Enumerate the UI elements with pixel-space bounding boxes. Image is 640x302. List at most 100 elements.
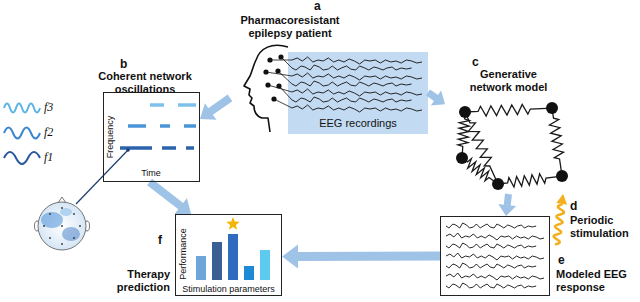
scalp-electrode xyxy=(73,237,75,239)
eeg-trace xyxy=(292,105,422,112)
network-node xyxy=(492,178,504,190)
eeg-trace xyxy=(292,97,412,102)
bar xyxy=(212,242,222,280)
leader-dot xyxy=(126,148,130,152)
oscillation-panel: bCoherent network oscillationsFrequencyT… xyxy=(90,58,200,182)
activity-blob xyxy=(62,227,80,241)
sine-wave xyxy=(4,128,40,139)
sine-wave xyxy=(4,152,40,164)
stimulation-arrow xyxy=(554,194,568,244)
bar xyxy=(260,250,270,280)
scalp-electrode xyxy=(61,243,63,245)
panel-letter: a xyxy=(314,0,321,13)
network-springs xyxy=(457,103,567,189)
performance-bars xyxy=(196,234,270,280)
scalp-electrode xyxy=(49,237,51,239)
panel-letter: c xyxy=(472,56,479,69)
eeg-trace xyxy=(446,273,544,280)
best-star xyxy=(226,217,239,230)
oscillation-bars xyxy=(120,105,196,148)
electrode-wires xyxy=(266,57,292,108)
eeg-trace xyxy=(446,233,544,240)
flow-arrow xyxy=(498,194,516,216)
axis-label: Performance xyxy=(177,228,190,280)
bar xyxy=(228,234,238,280)
panel-letter: f xyxy=(158,234,162,247)
network-node xyxy=(556,170,568,182)
panel-title: Generative network model xyxy=(461,68,556,94)
wavy-line xyxy=(554,205,564,245)
scalp-map xyxy=(35,197,90,250)
oscillation-bar xyxy=(150,103,164,107)
eeg-trace xyxy=(446,253,544,260)
electrode xyxy=(278,54,283,59)
electrode-wire xyxy=(270,60,292,61)
axis-label: Frequency xyxy=(104,116,117,159)
eeg-trace xyxy=(446,243,536,248)
arrow-head xyxy=(556,194,567,205)
frame-box xyxy=(175,214,282,296)
sine-wave xyxy=(4,104,40,113)
panel-title: Therapy prediction xyxy=(88,268,170,294)
eeg-trace xyxy=(292,81,412,86)
scalp-circle xyxy=(38,202,86,250)
axis-label: Time xyxy=(141,167,161,180)
panel-title: Pharmacoresistant epilepsy patient xyxy=(230,14,350,40)
panel-letter: d xyxy=(570,200,577,213)
electrode xyxy=(263,69,268,74)
panel-letter: e xyxy=(558,254,565,267)
oscillation-bar xyxy=(186,146,194,150)
scalp-electrode xyxy=(43,225,45,227)
activity-blob xyxy=(60,208,72,216)
spring xyxy=(460,110,502,186)
scalp-electrode xyxy=(61,207,63,209)
activity-blob xyxy=(41,212,63,228)
bar xyxy=(196,256,206,280)
patient-panel: aPharmacoresistant epilepsy patientEEG r… xyxy=(230,0,428,136)
network-node xyxy=(456,152,468,164)
leader-line xyxy=(76,150,128,204)
electrodes xyxy=(263,54,283,101)
electrode xyxy=(265,82,270,87)
electrode-wire xyxy=(279,86,292,100)
panel-title: Modeled EEG response xyxy=(556,268,632,294)
scalp-electrodes xyxy=(43,207,81,245)
frequency-label: f2 xyxy=(44,125,53,139)
eeg-box-fill xyxy=(288,52,428,134)
eeg-trace xyxy=(446,223,536,228)
network-nodes xyxy=(456,102,568,190)
oscillation-bar xyxy=(128,124,146,128)
therapy-panel: fTherapy prediction PerformanceStimulatio… xyxy=(88,214,282,298)
oscillation-bar xyxy=(184,124,196,128)
eeg-recordings-box: EEG recordings xyxy=(288,52,428,134)
network-node xyxy=(546,102,558,114)
eeg-trace xyxy=(292,73,422,80)
scalp-electrode xyxy=(79,225,81,227)
spring xyxy=(465,103,552,117)
eeg-trace xyxy=(446,263,536,268)
axis-label: Stimulation parameters xyxy=(175,283,282,296)
oscillation-bar xyxy=(178,103,196,107)
stimulation-panel: dPeriodic stimulation xyxy=(556,200,634,248)
network-model-panel: cGenerative network model xyxy=(445,56,572,194)
network-node xyxy=(459,106,471,118)
eeg-trace xyxy=(446,283,536,288)
flow-arrow xyxy=(426,90,445,106)
electrode xyxy=(267,57,272,62)
flow-arrow xyxy=(282,245,440,269)
scalp-electrode xyxy=(49,213,51,215)
electrode xyxy=(271,96,276,101)
electrode xyxy=(276,83,281,88)
panel-title: Coherent network oscillations xyxy=(90,70,200,96)
electrode-wire xyxy=(278,71,292,84)
oscillation-bar xyxy=(160,124,170,128)
flow-arrow xyxy=(200,95,232,120)
flow-arrow xyxy=(147,179,191,214)
electrode xyxy=(275,68,280,73)
spring xyxy=(547,107,567,176)
oscillation-bar xyxy=(162,146,176,150)
frequency-label: f3 xyxy=(44,100,53,114)
spring xyxy=(497,171,562,189)
scalp-electrode xyxy=(61,225,63,227)
